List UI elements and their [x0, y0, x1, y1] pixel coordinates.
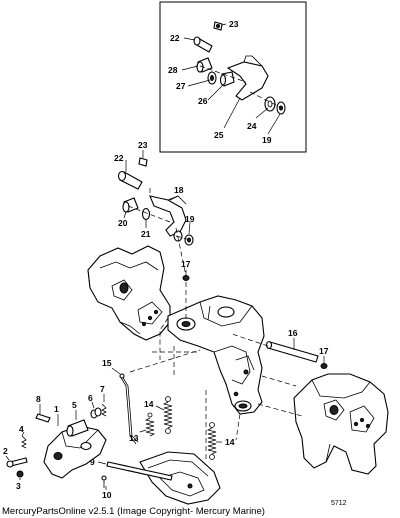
- label-4: 4: [19, 424, 24, 434]
- label-7: 7: [100, 384, 105, 394]
- tilt-lock-plate: [139, 451, 221, 505]
- lever-18: [149, 195, 187, 237]
- assembly-lines: [129, 227, 303, 460]
- label-2: 2: [3, 446, 8, 456]
- inset-label-26: 26: [198, 96, 208, 106]
- spring-4: 4: [19, 424, 27, 449]
- nut-19: [173, 230, 194, 246]
- label-1: 1: [54, 404, 59, 414]
- bolt-17-right: 17: [319, 346, 329, 369]
- inset-label-22: 22: [170, 33, 180, 43]
- label-6: 6: [88, 393, 93, 403]
- roller-5: 5: [66, 400, 89, 437]
- pin-22: [117, 170, 143, 190]
- spring-14-upper: 14: [144, 396, 174, 434]
- upper-linkage: 23 22 18 20 21 19: [114, 140, 195, 246]
- inset-label-24: 24: [247, 121, 257, 131]
- inset-detail: 22 23 28 27 26 25 24 19: [159, 1, 307, 153]
- label-17-upper: 17: [181, 259, 191, 269]
- label-13: 13: [129, 433, 139, 443]
- label-20: 20: [118, 218, 128, 228]
- spring-13: 13: [129, 412, 156, 443]
- label-23-upper: 23: [138, 140, 148, 150]
- inset-washer-27: [207, 71, 217, 85]
- inset-clip-23: [213, 21, 223, 31]
- label-5: 5: [72, 400, 77, 410]
- label-19: 19: [185, 214, 195, 224]
- inset-lever-arm: [226, 61, 269, 101]
- inset-pin-22: [193, 36, 213, 53]
- spring-7: 7: [100, 384, 107, 417]
- inset-label-23: 23: [229, 19, 239, 29]
- spring-14-lower: 14: [206, 422, 235, 460]
- label-16: 16: [288, 328, 298, 338]
- label-14-lower: 14: [225, 437, 235, 447]
- right-clamp-bracket: [293, 373, 389, 475]
- label-18: 18: [174, 185, 184, 195]
- bushing-20: [122, 197, 139, 213]
- inset-nut-26: [219, 71, 235, 87]
- figure-number: 5712: [331, 500, 347, 507]
- label-9: 9: [90, 457, 95, 467]
- tilt-lever-1: 1: [43, 404, 107, 479]
- clip-23: [138, 157, 148, 167]
- nut-3: 3: [16, 470, 24, 491]
- bushing-6: 6: [88, 393, 102, 419]
- bolt-17-upper: 17: [181, 259, 191, 281]
- pin-10: 10: [101, 475, 112, 500]
- label-14-upper: 14: [144, 399, 154, 409]
- left-clamp-bracket: [87, 245, 171, 341]
- label-10: 10: [102, 490, 112, 500]
- footer-copyright: MercuryPartsOnline v2.5.1 (Image Copyrig…: [2, 506, 265, 517]
- pivot-pin-16: 16: [265, 328, 319, 363]
- inset-nut-19: [276, 101, 286, 115]
- bolt-2: 2: [3, 446, 28, 468]
- inset-label-28: 28: [168, 65, 178, 75]
- label-15: 15: [102, 358, 112, 368]
- inset-label-19: 19: [262, 135, 272, 145]
- label-8: 8: [36, 394, 41, 404]
- inset-label-27: 27: [176, 81, 186, 91]
- label-22-upper: 22: [114, 153, 124, 163]
- link-rod-15: 15: [102, 358, 139, 445]
- pin-8: 8: [35, 394, 51, 423]
- rod-9: 9: [90, 457, 173, 481]
- swivel-bracket: [167, 295, 265, 415]
- inset-label-25: 25: [214, 130, 224, 140]
- label-3: 3: [16, 481, 21, 491]
- label-17-right: 17: [319, 346, 329, 356]
- inset-bushing-28: [196, 57, 213, 73]
- washer-21: [141, 207, 151, 221]
- label-21: 21: [141, 229, 151, 239]
